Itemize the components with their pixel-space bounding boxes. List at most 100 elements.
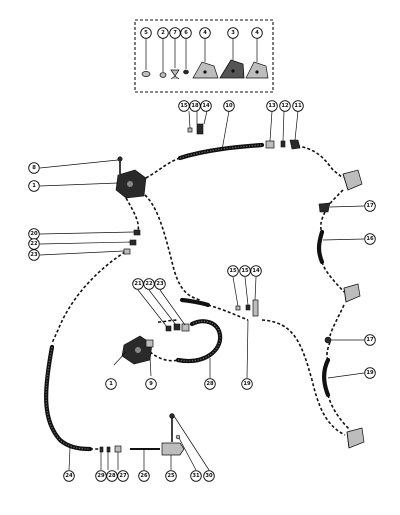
svg-text:13: 13 (268, 103, 276, 109)
svg-text:14: 14 (202, 103, 210, 109)
callout-17-top: 17 (364, 200, 376, 212)
kit-diaphragm-4b (245, 61, 269, 79)
svg-text:20: 20 (30, 231, 38, 237)
callout-2: 2 (157, 27, 169, 39)
callout-15-top: 15 (178, 100, 190, 112)
callout-23: 23 (28, 249, 40, 261)
svg-text:21: 21 (134, 281, 142, 287)
callout-25: 25 (165, 470, 177, 482)
callout-3: 3 (227, 27, 239, 39)
hose-28-loop (175, 319, 223, 364)
svg-text:22: 22 (145, 281, 153, 287)
svg-text:24: 24 (65, 473, 73, 479)
svg-text:16: 16 (366, 236, 374, 242)
callout-22: 22 (28, 238, 40, 250)
callout-26: 26 (138, 470, 150, 482)
callout-8: 8 (28, 162, 40, 174)
callout-28: 28 (106, 470, 118, 482)
kit-part-6 (183, 69, 189, 75)
callout-4b: 4 (251, 27, 263, 39)
hose-19-mid (179, 297, 211, 308)
svg-text:15: 15 (229, 268, 237, 274)
fitting-17-upper (318, 202, 331, 213)
svg-text:29: 29 (97, 473, 105, 479)
svg-text:6: 6 (184, 30, 188, 36)
hose-16 (316, 229, 325, 265)
svg-text:23: 23 (30, 252, 38, 258)
callout-4a: 4 (199, 27, 211, 39)
hose-19-right (322, 357, 331, 398)
svg-text:23: 23 (156, 281, 164, 287)
svg-text:18: 18 (191, 103, 199, 109)
callout-14-mid: 14 (250, 265, 262, 277)
svg-text:22: 22 (30, 241, 38, 247)
callout-1-low: 1 (105, 378, 117, 390)
svg-text:19: 19 (243, 381, 251, 387)
callout-17-low: 17 (364, 334, 376, 346)
parts-kit-box (134, 19, 274, 93)
callout-29: 29 (95, 470, 107, 482)
callout-23-mid: 23 (154, 278, 166, 290)
svg-text:30: 30 (205, 473, 213, 479)
kit-part-5 (141, 71, 151, 77)
svg-text:1: 1 (32, 183, 36, 189)
svg-text:27: 27 (119, 473, 127, 479)
callout-13: 13 (266, 100, 278, 112)
callout-5: 5 (140, 27, 152, 39)
svg-text:28: 28 (108, 473, 116, 479)
svg-text:8: 8 (32, 165, 36, 171)
callout-1-top: 1 (28, 180, 40, 192)
callout-21-mid: 21 (132, 278, 144, 290)
svg-text:7: 7 (173, 30, 177, 36)
svg-text:9: 9 (149, 381, 153, 387)
svg-text:4: 4 (255, 30, 259, 36)
callout-7: 7 (169, 27, 181, 39)
kit-diaphragm-3 (219, 59, 245, 79)
callout-14-top: 14 (200, 100, 212, 112)
fuel-pump-upper (115, 156, 147, 199)
svg-text:11: 11 (294, 103, 302, 109)
callout-10: 10 (223, 100, 235, 112)
svg-text:25: 25 (167, 473, 175, 479)
callout-6: 6 (180, 27, 192, 39)
svg-text:4: 4 (203, 30, 207, 36)
leader-lines (39, 110, 365, 471)
routing-lines (51, 144, 351, 450)
callout-15b-mid: 15 (239, 265, 251, 277)
fuel-filter-middle (343, 283, 361, 303)
kit-part-2 (159, 72, 167, 78)
kit-part-7 (170, 69, 180, 80)
callout-24: 24 (63, 470, 75, 482)
svg-text:1: 1 (109, 381, 113, 387)
svg-text:17: 17 (366, 203, 374, 209)
fittings-15-14-mid (235, 299, 259, 317)
svg-text:26: 26 (140, 473, 148, 479)
callout-19-mid: 19 (241, 378, 253, 390)
svg-text:31: 31 (192, 473, 200, 479)
svg-text:28: 28 (206, 381, 214, 387)
svg-text:10: 10 (225, 103, 233, 109)
svg-text:15: 15 (241, 268, 249, 274)
svg-text:19: 19 (366, 370, 374, 376)
callout-16-top: 16 (364, 233, 376, 245)
kit-diaphragm-4a (192, 61, 219, 79)
svg-text:14: 14 (252, 268, 260, 274)
callout-19-low: 19 (364, 367, 376, 379)
callout-27: 27 (117, 470, 129, 482)
callout-22-mid: 22 (143, 278, 155, 290)
fuel-filter-upper (342, 169, 363, 191)
fittings-21-22-23-mid (165, 323, 190, 332)
callout-15-mid: 15 (227, 265, 239, 277)
svg-text:2: 2 (161, 30, 165, 36)
svg-text:12: 12 (281, 103, 289, 109)
hose-24 (44, 344, 93, 452)
svg-text:5: 5 (144, 30, 148, 36)
callout-11: 11 (292, 100, 304, 112)
svg-text:3: 3 (231, 30, 235, 36)
callout-30: 30 (203, 470, 215, 482)
callout-31: 31 (190, 470, 202, 482)
fuel-filter-lower (346, 427, 365, 449)
fitting-17-lower (324, 336, 332, 344)
callout-20: 20 (28, 228, 40, 240)
